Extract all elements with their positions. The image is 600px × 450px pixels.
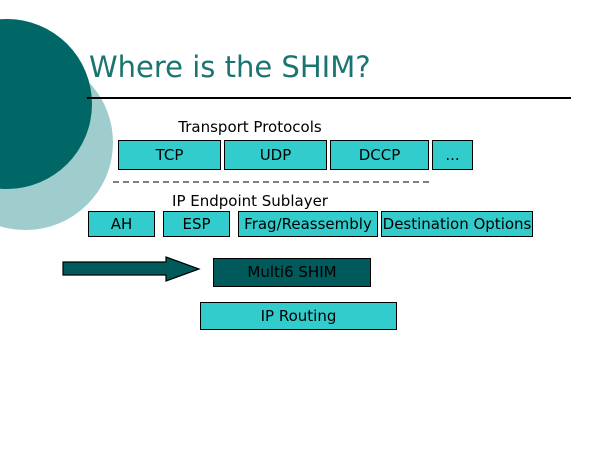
box-destination-options[interactable]: Destination Options <box>381 211 533 237</box>
transport-protocols-caption: Transport Protocols <box>178 118 322 136</box>
pointer-arrow <box>62 253 202 285</box>
box-dccp[interactable]: DCCP <box>330 140 429 170</box>
box-tcp[interactable]: TCP <box>118 140 221 170</box>
title-divider <box>87 97 571 99</box>
box-udp[interactable]: UDP <box>224 140 327 170</box>
box-frag-reassembly[interactable]: Frag/Reassembly <box>238 211 378 237</box>
box-ah[interactable]: AH <box>88 211 155 237</box>
box-ellipsis[interactable]: ... <box>432 140 473 170</box>
ip-endpoint-sublayer-caption: IP Endpoint Sublayer <box>172 192 328 210</box>
box-multi6-shim[interactable]: Multi6 SHIM <box>213 258 371 287</box>
page-title: Where is the SHIM? <box>89 50 371 84</box>
layer-separator-dashed <box>113 181 429 183</box>
box-ip-routing[interactable]: IP Routing <box>200 302 397 330</box>
box-esp[interactable]: ESP <box>163 211 230 237</box>
